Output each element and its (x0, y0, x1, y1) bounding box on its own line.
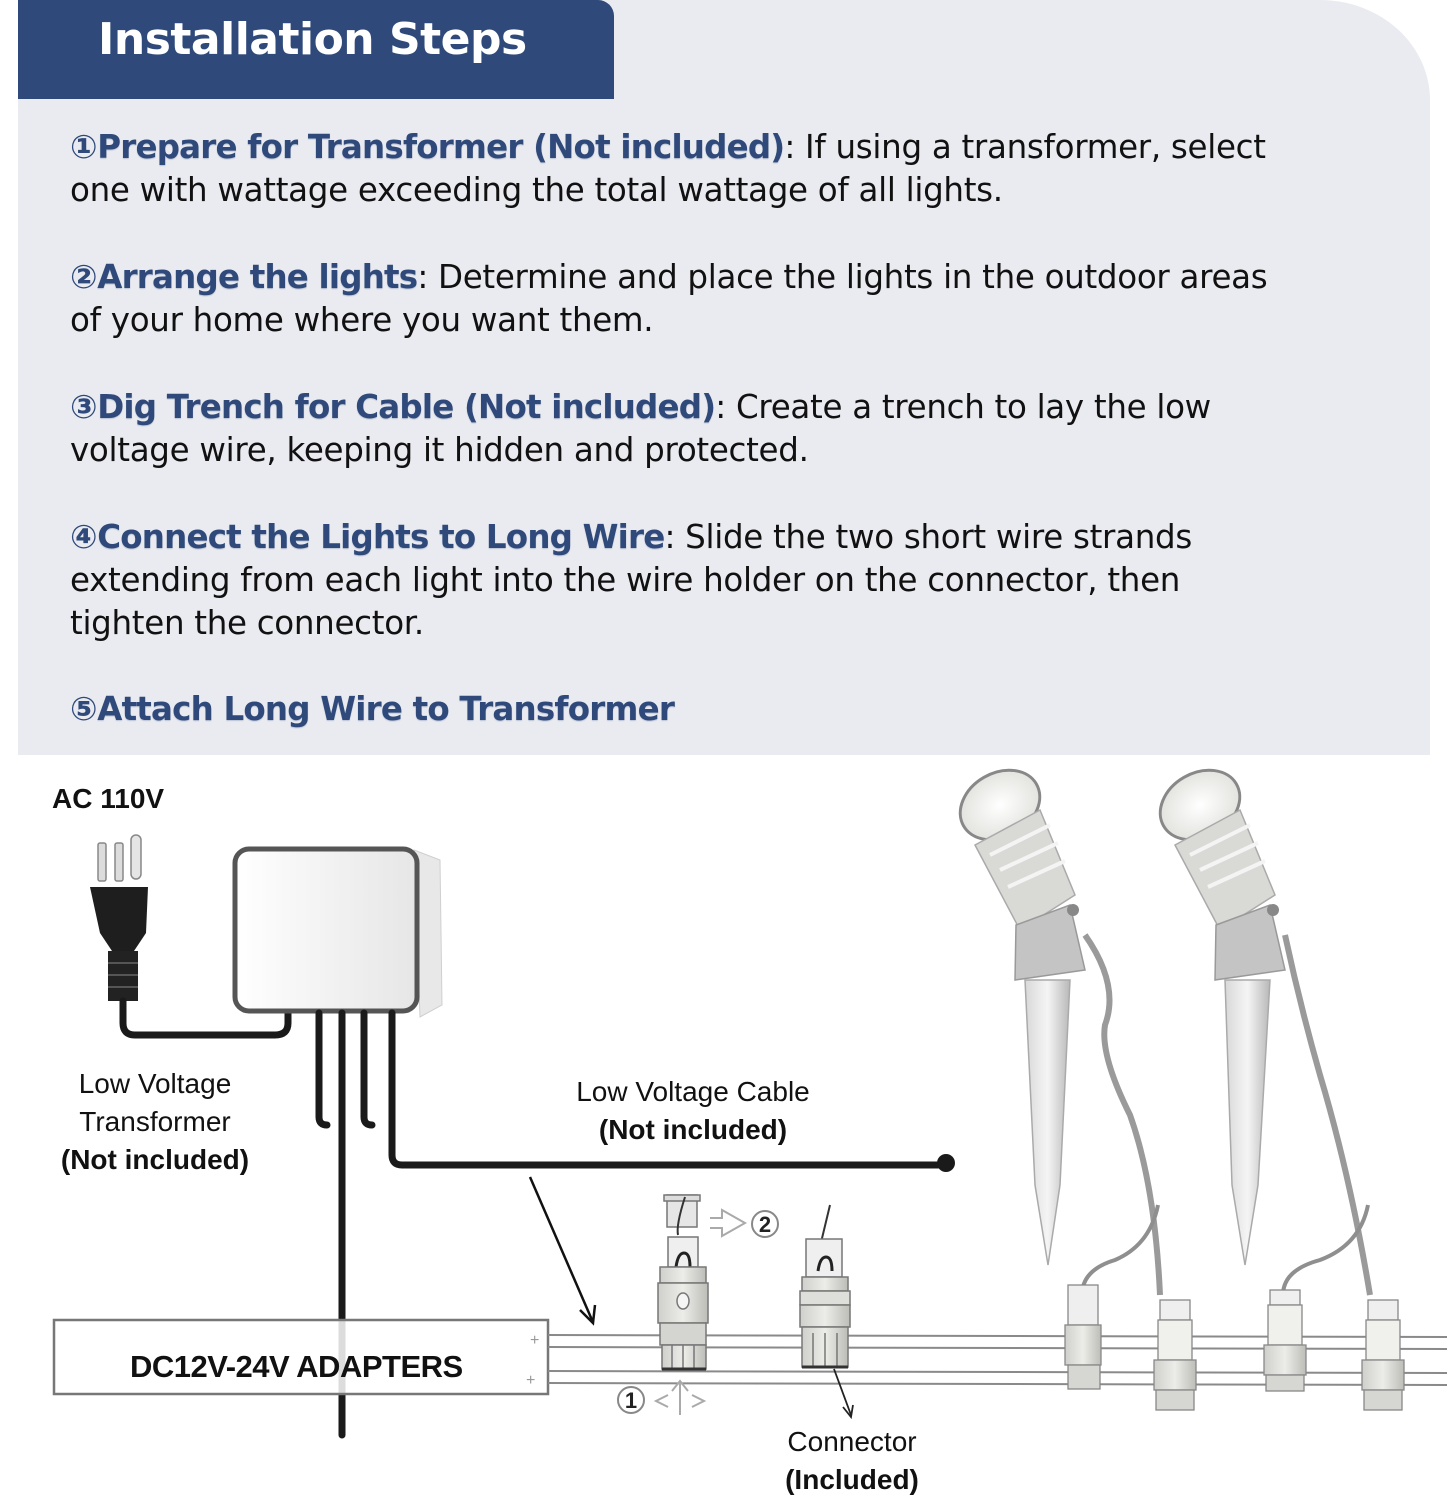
step-5: ⑤Attach Long Wire to Transformer (70, 688, 1390, 731)
spotlight-connector-2a (1263, 1289, 1307, 1392)
cable-label: Low Voltage Cable (Not included) (576, 1076, 810, 1145)
step-heading-4: Connect the Lights to Long Wire (97, 518, 665, 556)
connector-pointer-arrow (833, 1368, 854, 1420)
adapter-plus-bottom: + (526, 1372, 535, 1389)
step-marker-2: 2 (759, 1212, 771, 1237)
step-number-4: ④ (70, 518, 98, 556)
step-3: ③Dig Trench for Cable (Not included): Cr… (70, 388, 1211, 469)
spotlight-icon-1 (958, 768, 1163, 1296)
step-body-2-cont: of your home where you want them. (70, 301, 654, 339)
step-body-4-cont: extending from each light into the wire … (70, 561, 1181, 599)
power-label: AC 110V (52, 783, 165, 814)
header-banner (18, 0, 614, 99)
cable-end-dot (937, 1154, 955, 1172)
power-plug-icon (90, 834, 292, 1039)
step-heading-3: Dig Trench for Cable (Not included) (97, 388, 716, 426)
step-number-3: ③ (70, 388, 98, 426)
adapter-box (52, 1318, 550, 1396)
connector-label: Connector (Included) (785, 1426, 919, 1495)
steps-panel (18, 0, 1430, 755)
step-heading-1: Prepare for Transformer (Not included) (97, 128, 785, 166)
step-1: ①Prepare for Transformer (Not included):… (70, 128, 1266, 209)
step-body-3-cont: voltage wire, keeping it hidden and prot… (70, 431, 809, 469)
step-body-4-cont2: tighten the connector. (70, 604, 424, 642)
step-body-3: Create a trench to lay the low (725, 388, 1211, 426)
wiring-diagram: 2 1 (0, 755, 1447, 1500)
adapter-label: DC12V-24V ADAPTERS (130, 1349, 463, 1384)
rotate-arrow-1-icon (617, 1379, 707, 1415)
connector-open-icon (657, 1194, 709, 1371)
step-body-4: Slide the two short wire strands (675, 518, 1192, 556)
step-number-2: ② (70, 258, 98, 296)
step-heading-2: Arrange the lights (97, 258, 418, 296)
connector-closed-icon (799, 1204, 851, 1369)
spotlight-connector-2b (1361, 1299, 1405, 1411)
rotate-arrow-2-icon (710, 1208, 779, 1238)
spotlight-connector-1a (1064, 1284, 1102, 1390)
cable-pointer-arrow (528, 1176, 597, 1326)
spotlight-icon-2 (1158, 768, 1373, 1296)
step-body-1: If using a transformer, select (795, 128, 1266, 166)
spotlight-connector-1b (1153, 1299, 1197, 1411)
step-marker-1: 1 (625, 1388, 637, 1413)
adapter-plus-top: + (530, 1332, 539, 1349)
transformer-label: Low Voltage Transformer (Not included) (40, 1065, 270, 1179)
step-body-1-cont: one with wattage exceeding the total wat… (70, 171, 1003, 209)
transformer-icon (232, 846, 443, 1018)
step-heading-5: Attach Long Wire to Transformer (97, 690, 675, 728)
step-number-5: ⑤ (70, 690, 98, 728)
page-title: Installation Steps (98, 14, 527, 65)
step-number-1: ① (70, 128, 98, 166)
step-2: ②Arrange the lights: Determine and place… (70, 258, 1268, 339)
step-body-2: Determine and place the lights in the ou… (427, 258, 1268, 296)
step-4: ④Connect the Lights to Long Wire: Slide … (70, 518, 1192, 642)
